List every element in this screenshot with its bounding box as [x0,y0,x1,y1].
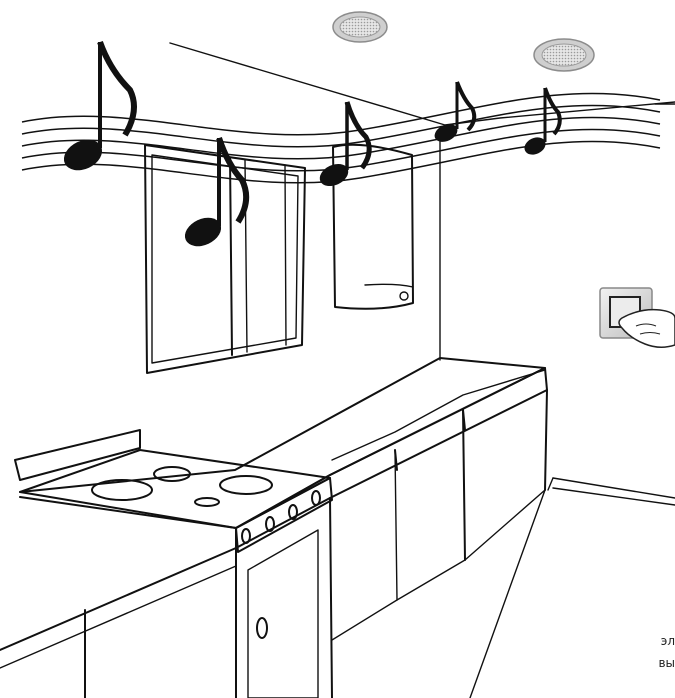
oven [236,478,332,698]
music-note-icon [59,42,134,176]
ceiling-speaker-icon [534,39,594,71]
music-note-icon [432,82,475,145]
cooktop [20,450,330,528]
caption-line-1: эл [661,634,675,648]
pointing-hand-icon [619,310,675,348]
window [145,145,305,373]
baseboard [548,478,675,505]
caption-line-2: вы [658,656,675,670]
ceiling-line [170,43,675,125]
ceiling-speaker-icon [333,12,387,42]
